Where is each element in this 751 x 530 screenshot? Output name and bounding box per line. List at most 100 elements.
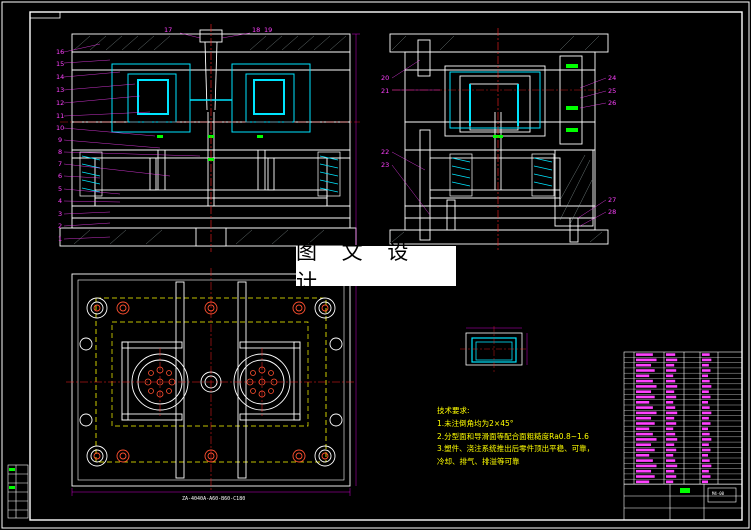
bom-cell-text <box>636 469 652 473</box>
svg-text:15: 15 <box>56 60 64 68</box>
svg-text:16: 16 <box>56 48 64 56</box>
plan-view-centerlines <box>66 268 356 492</box>
bom-cell-text <box>702 454 708 457</box>
svg-text:20: 20 <box>381 74 389 82</box>
bom-cell-text <box>702 480 708 484</box>
bom-cell-text <box>702 432 710 436</box>
watermark-text: 图 文 设 计 <box>296 240 418 294</box>
svg-text:13: 13 <box>56 86 64 94</box>
bom-cell-text <box>702 401 708 404</box>
bom-cell-text <box>666 469 675 473</box>
revision-margin-table <box>7 464 29 519</box>
technical-requirements: 技术要求: 1.未注倒角均为2×45° 2.分型面和导滑面等配合面粗糙度Ra0.… <box>437 405 594 469</box>
bom-cell-text <box>636 395 655 399</box>
bom-cell-text <box>666 401 674 404</box>
bom-cell-text <box>702 385 712 388</box>
bom-cell-text <box>636 416 652 420</box>
svg-text:21: 21 <box>381 87 389 95</box>
bom-cell-text <box>666 475 677 478</box>
svg-text:24: 24 <box>608 74 616 82</box>
bom-cell-text <box>702 358 712 362</box>
bom-cell-text <box>702 475 711 478</box>
bom-cell-text <box>702 448 711 452</box>
note-item: 1.未注倒角均为2×45° <box>437 418 514 428</box>
bom-cell-text <box>666 464 678 468</box>
svg-text:26: 26 <box>608 99 616 107</box>
bom-cell-text <box>666 480 674 484</box>
bom-cell-text <box>666 454 674 457</box>
svg-text:9: 9 <box>58 136 62 144</box>
bom-cell-text <box>666 395 677 399</box>
bom-cell-text <box>702 422 711 425</box>
ejector-markers <box>157 135 263 161</box>
bom-cell-text <box>702 406 710 409</box>
bom-cell-text <box>636 438 657 441</box>
bom-cell-text <box>702 469 709 473</box>
svg-text:8: 8 <box>58 148 62 156</box>
bom-cell-text <box>636 406 653 409</box>
side-view-leaders <box>391 59 607 227</box>
plan-view-caption: ZA-4040A-A60-B60-C180 <box>182 496 246 502</box>
bom-cell-text <box>636 459 653 462</box>
bom-cell-text <box>702 416 709 420</box>
svg-text:28: 28 <box>608 208 616 216</box>
return-springs <box>79 151 341 197</box>
note-item: 冷却、排气、排溢等可靠 <box>437 457 520 467</box>
bom-cell-text <box>636 432 653 436</box>
bom-cell-text <box>636 385 657 388</box>
bom-cell-text <box>636 448 655 452</box>
bom-table <box>623 351 743 521</box>
bom-cell-text <box>666 411 678 415</box>
bom-cell-text <box>636 475 655 478</box>
sheet-inner-border <box>29 11 743 521</box>
bom-cell-text <box>666 385 678 388</box>
bom-cell-text <box>702 379 710 383</box>
bom-cell-text <box>636 422 655 425</box>
bom-cell-text <box>666 422 677 425</box>
svg-text:23: 23 <box>381 161 389 169</box>
side-view-springs <box>449 153 555 197</box>
plan-view-dimensions <box>71 274 357 496</box>
bom-cell-text <box>636 379 653 383</box>
note-item: 3.塑件、浇注系统推出后零件顶出平稳、可靠， <box>437 444 595 454</box>
title-block <box>624 484 742 520</box>
main-view-dimension <box>352 33 360 247</box>
bom-cell-text <box>636 363 652 367</box>
part-detail-view <box>460 326 528 372</box>
bom-cell-text <box>702 353 710 356</box>
watermark-banner: 图 文 设 计 <box>296 240 456 294</box>
bom-cell-text <box>702 438 712 441</box>
bom-cell-text <box>666 353 676 356</box>
bom-cell-text <box>666 432 676 436</box>
svg-text:25: 25 <box>608 87 616 95</box>
bom-cell-text <box>702 374 708 378</box>
bom-cell-text <box>702 390 709 393</box>
bom-cell-text <box>702 411 712 415</box>
bom-cell-text <box>702 427 708 431</box>
svg-text:14: 14 <box>56 73 64 81</box>
main-view-leaders <box>63 32 251 240</box>
bom-cell-text <box>666 438 678 441</box>
bom-cell-text <box>666 416 675 420</box>
bom-cell-text <box>702 464 712 468</box>
bom-cell-text <box>636 401 650 404</box>
bom-cell-text <box>702 369 711 372</box>
bom-cell-text <box>666 358 678 362</box>
svg-text:3: 3 <box>58 210 62 218</box>
bom-cell-text <box>702 363 709 367</box>
svg-text:1: 1 <box>58 235 62 243</box>
bom-cell-text <box>666 379 676 383</box>
drawing-number: M4-00 <box>712 491 725 496</box>
bom-cell-text <box>636 358 657 362</box>
svg-text:17: 17 <box>164 26 172 34</box>
bom-cell-text <box>666 390 675 393</box>
svg-text:6: 6 <box>58 172 62 180</box>
bom-cell-text <box>636 427 650 431</box>
svg-text:18: 18 <box>252 26 260 34</box>
svg-text:10: 10 <box>56 124 64 132</box>
bom-cell-text <box>636 464 657 468</box>
svg-text:5: 5 <box>58 185 62 193</box>
